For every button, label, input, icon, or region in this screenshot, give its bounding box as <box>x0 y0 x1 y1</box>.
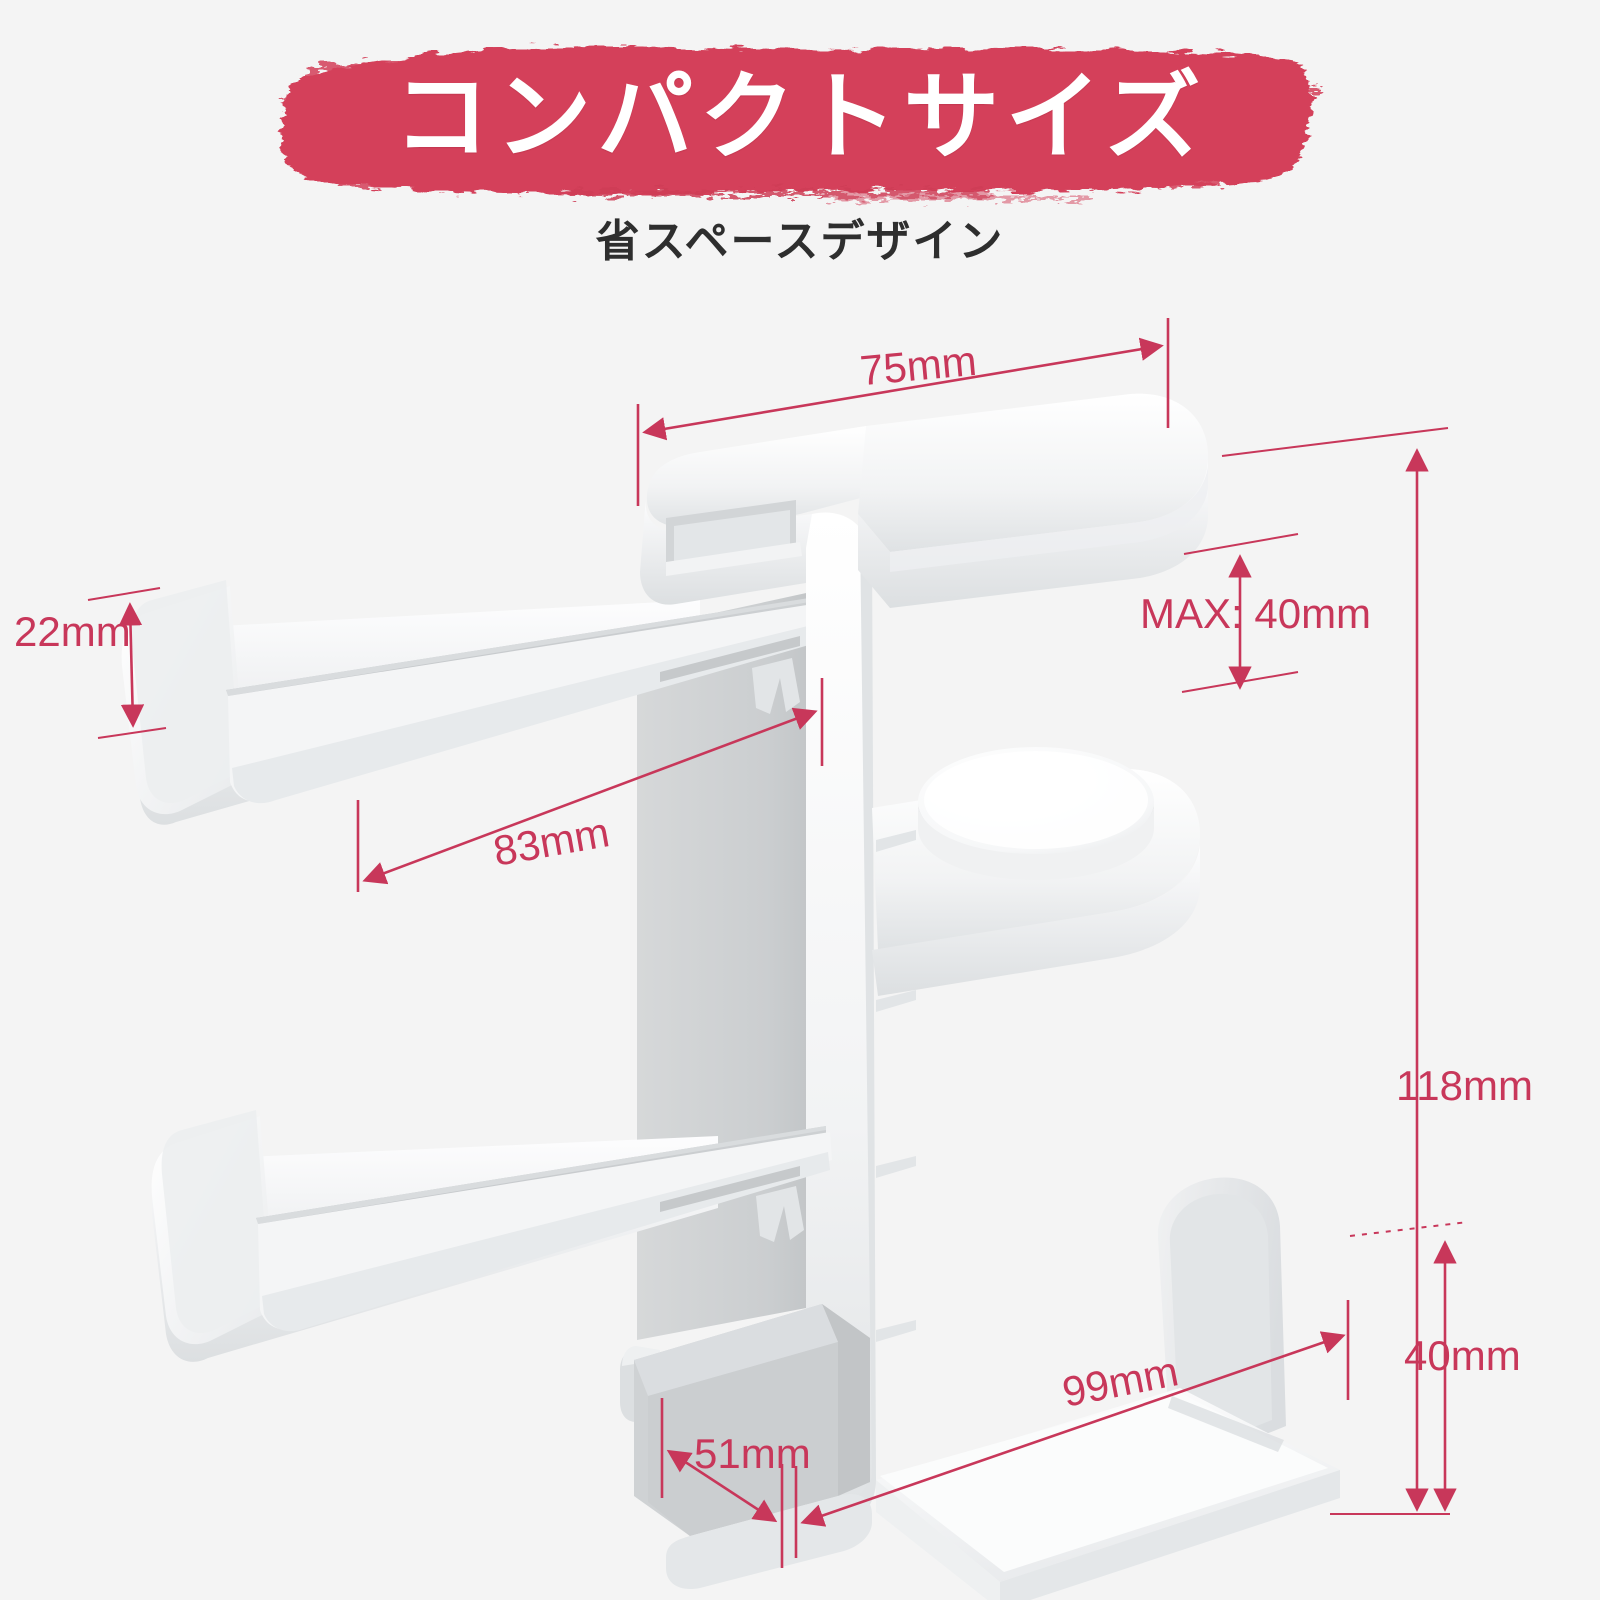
dim-51mm <box>660 1398 784 1568</box>
dimension-label-cradle-height: 40mm <box>1404 1332 1521 1379</box>
dim-99mm <box>794 1300 1350 1558</box>
dim-75mm <box>636 318 1170 506</box>
page-subtitle: 省スペースデザイン <box>595 217 1005 266</box>
dim-118mm <box>1221 427 1450 1515</box>
dimension-label-hook-height: 22mm <box>14 608 131 655</box>
clamp-lower-arm <box>872 747 1201 996</box>
dimension-label-total-height: 118mm <box>1396 1062 1533 1109</box>
dim-max-40mm <box>1181 533 1299 693</box>
dim-22mm <box>87 587 167 739</box>
header: コンパクトサイズ 省スペースデザイン <box>0 0 1600 300</box>
dimension-label-clamp-opening: MAX: 40mm <box>1140 590 1372 637</box>
spine-notches <box>876 830 916 1342</box>
product-illustration <box>87 318 1469 1600</box>
dimension-label-base-depth: 51mm <box>694 1430 811 1477</box>
lower-left-hook <box>151 1110 832 1422</box>
dim-40mm <box>1349 1221 1469 1512</box>
clamp-head <box>640 393 1209 1530</box>
dim-83mm <box>356 678 824 892</box>
title-banner: コンパクトサイズ <box>270 28 1330 208</box>
product-dimension-figure: 75mm 22mm 83mm MAX: 40mm 118mm 40mm 51mm… <box>0 300 1600 1600</box>
dimension-lines <box>87 318 1469 1568</box>
